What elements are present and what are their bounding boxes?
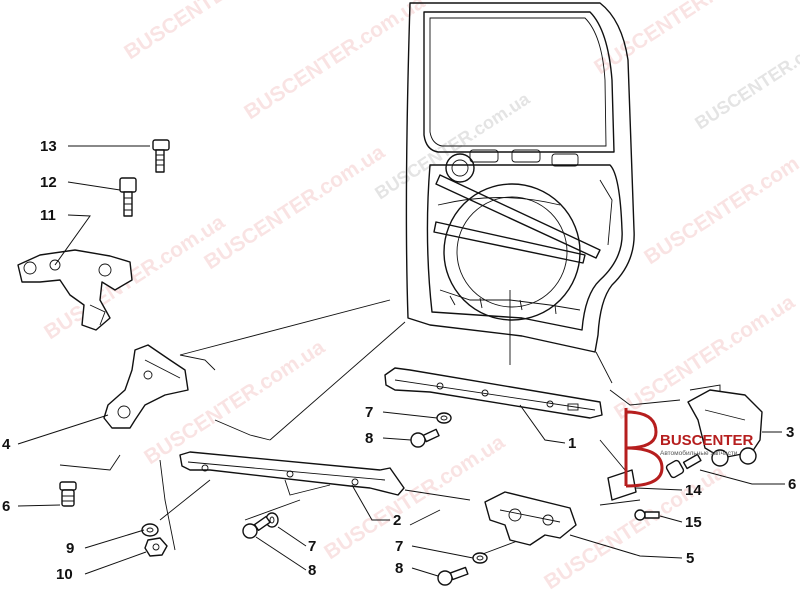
part-13-bolt [152, 139, 170, 173]
part-7-washer-c [472, 552, 488, 564]
callout-8-a: 8 [365, 430, 373, 447]
callout-9: 9 [66, 540, 74, 557]
callout-12: 12 [40, 174, 57, 191]
buscenter-logo: BUSCENTER Автомобильные запчасти [624, 408, 754, 488]
callout-13: 13 [40, 138, 57, 155]
part-8-bolt-c [437, 566, 469, 586]
part-8-bolt-a [410, 428, 440, 448]
callout-1: 1 [568, 435, 576, 452]
assembly-guide-lines [59, 290, 721, 556]
callout-8-c: 8 [395, 560, 403, 577]
watermark-text: BUSCENTER.com.ua [320, 430, 509, 564]
logo-b-upper-bowl [625, 410, 658, 450]
callout-labels: 13 12 11 4 6 9 10 7 8 1 2 7 8 7 8 5 14 1… [2, 138, 796, 583]
callout-leaders [17, 145, 785, 577]
callout-7-b: 7 [308, 538, 316, 555]
callout-14: 14 [685, 482, 702, 499]
part-8-bolt-b [242, 515, 271, 539]
callout-15: 15 [685, 514, 702, 531]
callout-8-b: 8 [308, 562, 316, 579]
part-2-lower-rail [179, 451, 405, 496]
watermark-layer: BUSCENTER.com.ua BUSCENTER.com.ua BUSCEN… [40, 0, 800, 594]
callout-5: 5 [686, 550, 694, 567]
watermark-text: BUSCENTER.com.ua [140, 335, 329, 469]
callout-11: 11 [40, 207, 56, 224]
logo-subtitle: Автомобильные запчасти [660, 449, 738, 457]
part-12-bolt [119, 177, 137, 217]
part-14-plate [607, 469, 637, 501]
part-6-bolt-right [665, 453, 702, 479]
watermark-text: BUSCENTER.com.ua [590, 0, 779, 79]
logo-title: BUSCENTER [660, 432, 754, 449]
part-4-hinge-bracket [103, 344, 189, 429]
watermark-text: BUSCENTER.com.ua [640, 135, 800, 269]
callout-7-a: 7 [365, 404, 373, 421]
part-6-bolt-left [59, 481, 77, 507]
watermark-text: BUSCENTER.com.ua [691, 18, 800, 133]
part-7-washer-a [436, 412, 452, 424]
watermark-text: BUSCENTER.com.ua [240, 0, 429, 124]
part-15-screw [634, 509, 660, 521]
part-9-washer [141, 523, 159, 537]
watermark-text: BUSCENTER.com.ua [120, 0, 309, 64]
callout-6-right: 6 [788, 476, 796, 493]
callout-7-c: 7 [395, 538, 403, 555]
part-10-nut [144, 537, 168, 557]
callout-2: 2 [393, 512, 401, 529]
part-1-upper-rail [384, 367, 603, 419]
logo-b-lower-bowl [625, 446, 664, 488]
callout-4: 4 [2, 436, 11, 453]
watermark-text: BUSCENTER.com.ua [200, 140, 389, 274]
callout-10: 10 [56, 566, 73, 583]
callout-6-left: 6 [2, 498, 10, 515]
part-3-upper-roller [687, 389, 763, 467]
sliding-door-panel [405, 2, 635, 353]
part-5-roller-bracket [484, 491, 577, 546]
callout-3: 3 [786, 424, 794, 441]
part-11-bracket [17, 249, 133, 331]
